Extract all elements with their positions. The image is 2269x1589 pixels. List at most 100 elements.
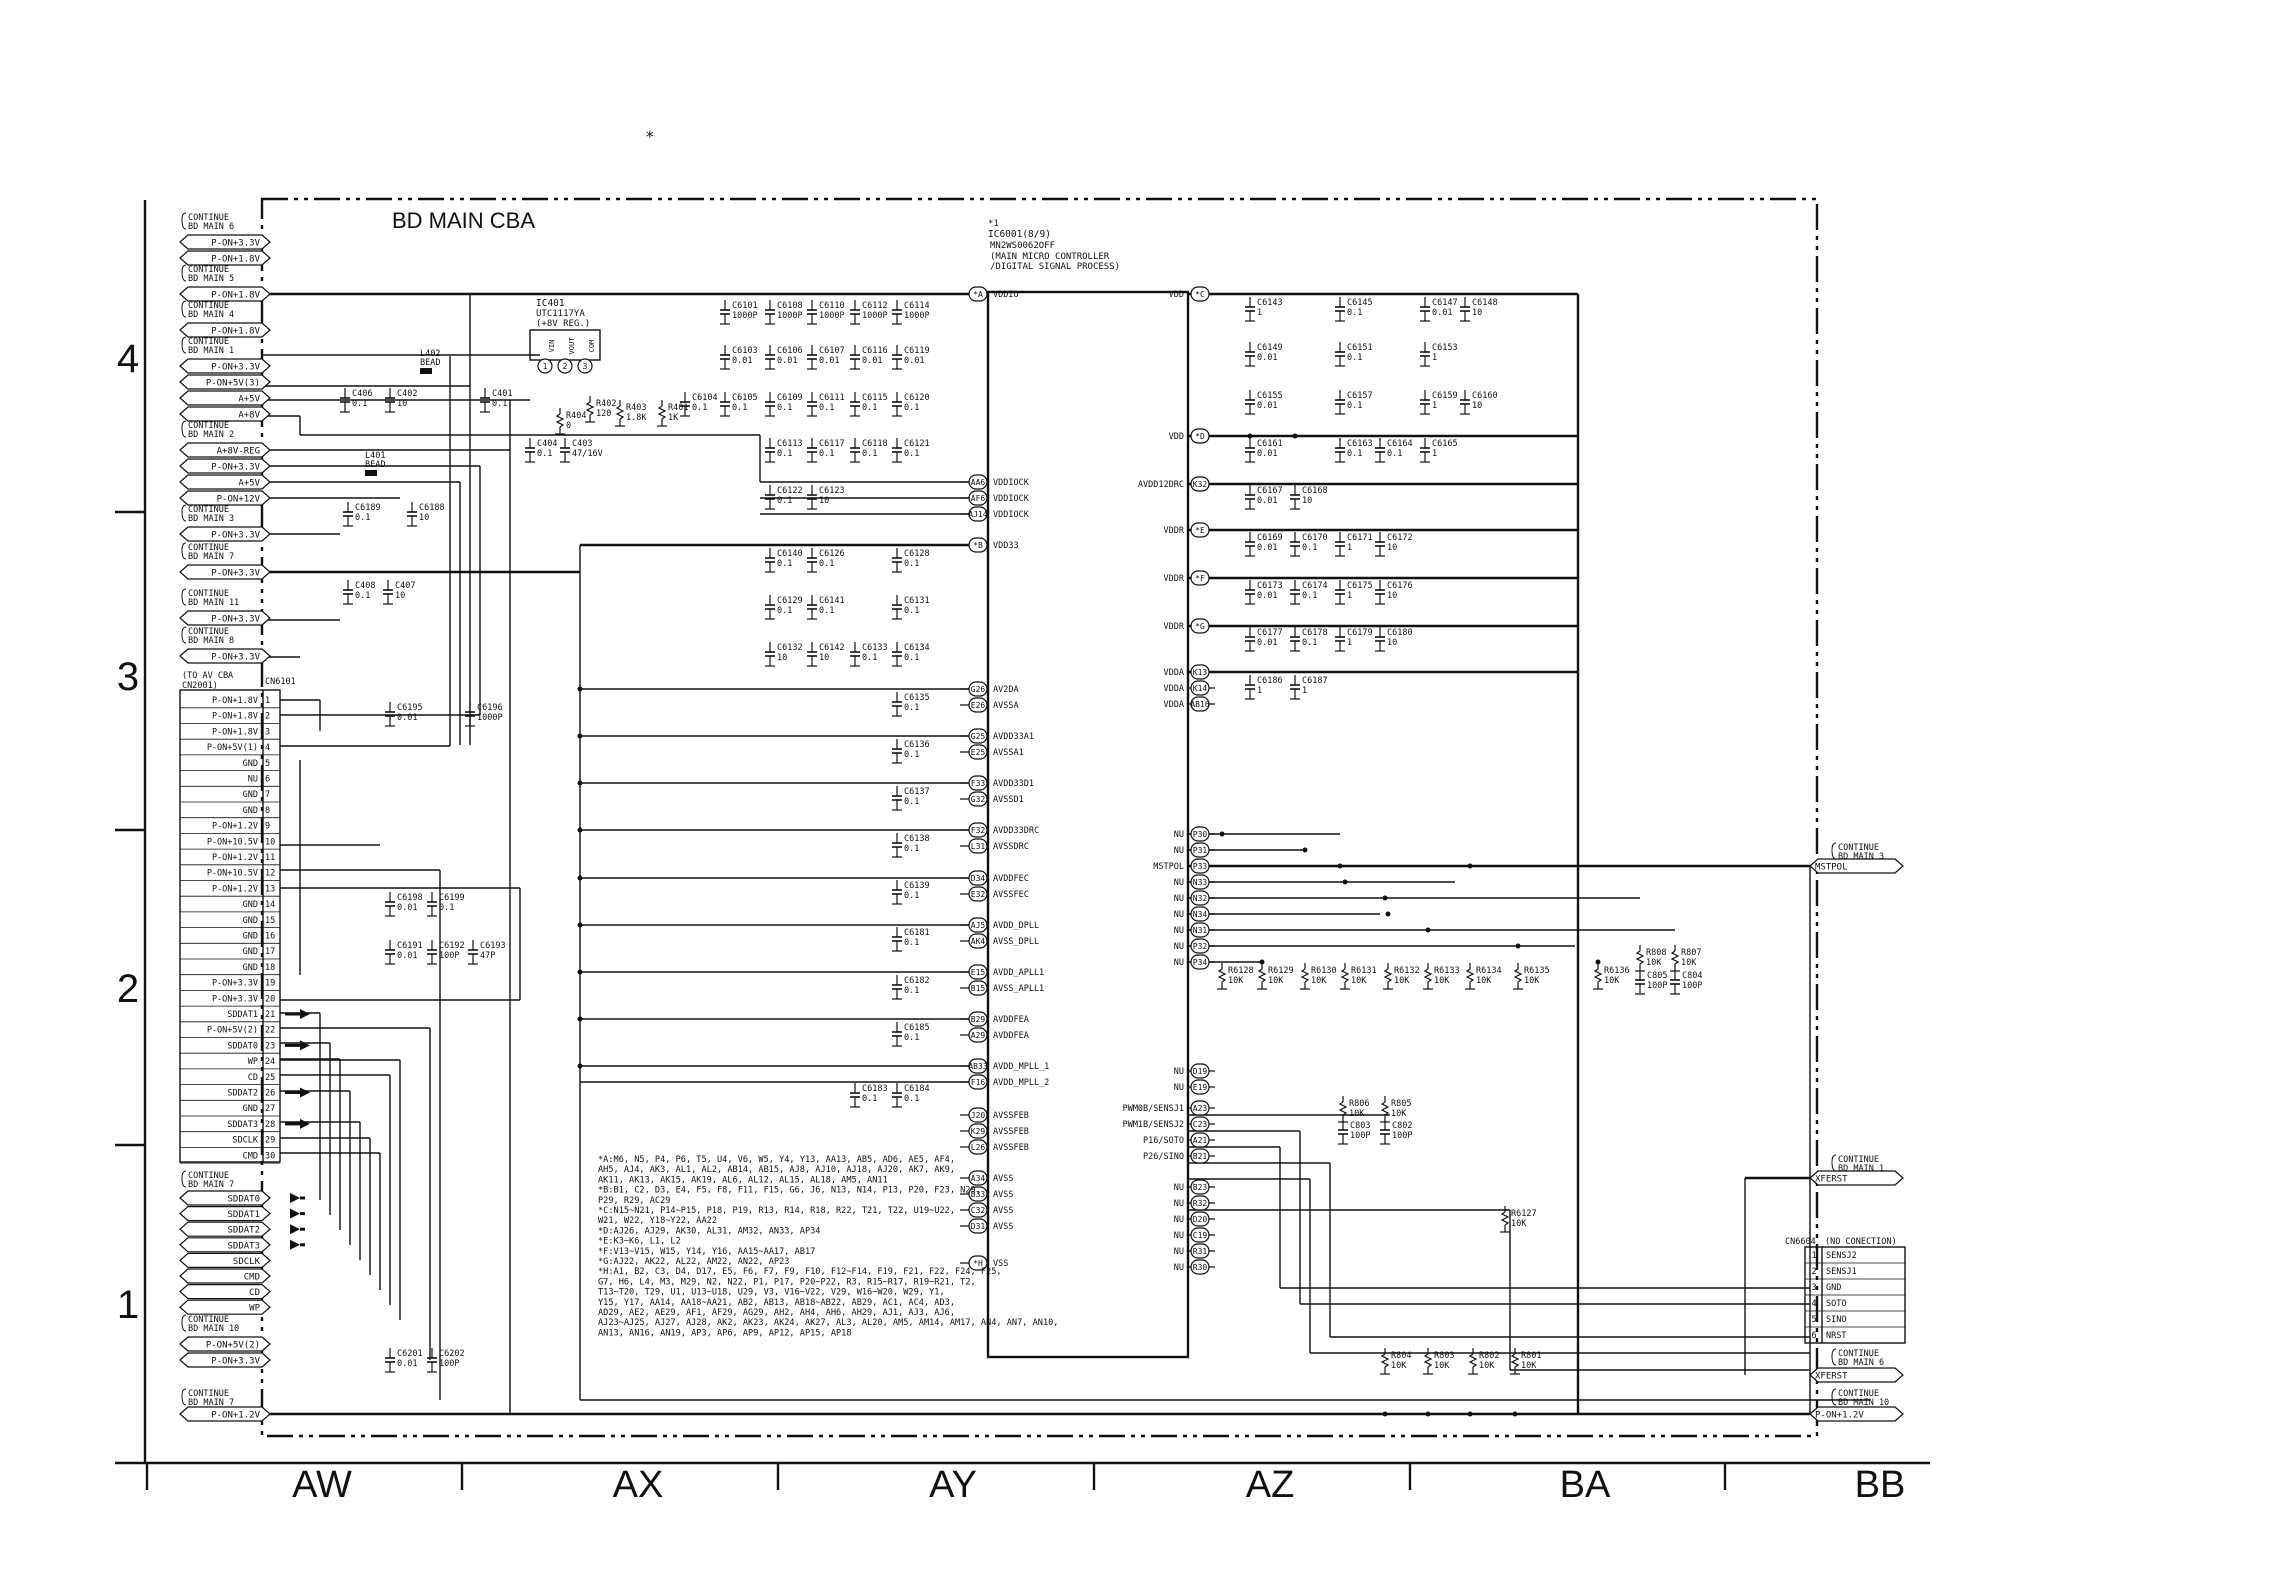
res-ref: R6131: [1351, 966, 1377, 976]
cap-ref: C6137: [904, 787, 930, 797]
cap-ref: C6119: [904, 346, 930, 356]
left-net-tag: P-ON+3.3V: [179, 610, 271, 626]
res-value: 10K: [1434, 976, 1450, 986]
res-ref: R807: [1681, 948, 1701, 958]
res-ref: R6133: [1434, 966, 1460, 976]
junction-dot: [1342, 879, 1348, 885]
cap-ref: C6133: [862, 643, 888, 653]
ground-pin-note: AN13, AN16, AN19, AP3, AP6, AP9, AP12, A…: [598, 1328, 852, 1338]
cap-ref: C6142: [819, 643, 845, 653]
pin-number: E19: [1193, 1083, 1208, 1092]
pin-number: AJ5: [971, 921, 986, 930]
cap-value: 0.01: [862, 356, 882, 366]
cap-value: 0.1: [904, 891, 919, 901]
cap-value: 0.1: [1347, 308, 1362, 318]
cn6604-pin-number: 5: [1811, 1315, 1816, 1325]
junction-dot: [1425, 1411, 1431, 1417]
ic-left-pin: AA6: [968, 474, 988, 490]
ic-right-pin: N33: [1190, 874, 1210, 890]
ic-right-pin: P31: [1190, 842, 1210, 858]
net-name: WP: [249, 1304, 260, 1314]
ic-right-pin: P32: [1190, 938, 1210, 954]
regulator-ref: IC401: [536, 298, 565, 309]
pin-number: K13: [1193, 668, 1208, 677]
cap-value: 0.01: [397, 1359, 417, 1369]
regulator-pin: [537, 358, 553, 374]
cn6101-pin-name: P-ON+1.8V: [212, 727, 258, 737]
ic-right-pin-name: AVDD12DRC: [1138, 480, 1184, 490]
cap-ref: C6165: [1432, 439, 1458, 449]
left-net-tag: P-ON+5V(3): [179, 374, 271, 390]
cn6101-pin-name: P-ON+10.5V: [207, 837, 258, 847]
ic-right-pin: *F: [1190, 570, 1210, 586]
cap-value: 0.1: [904, 986, 919, 996]
ground-pin-note: W21, W22, Y18~Y22, AA22: [598, 1216, 717, 1226]
pin-number: *B: [973, 541, 983, 550]
ic-left-pin-name: VDDIOCK: [993, 510, 1030, 520]
cn6101-harness: [280, 356, 521, 1400]
ic-left-pin: D34: [968, 870, 988, 886]
net-name: SDCLK: [233, 1257, 261, 1267]
pin-number: AJ14: [968, 510, 987, 519]
cap-value: 100P: [1350, 1131, 1370, 1141]
note-line1: CONTINUE: [1838, 1389, 1879, 1399]
cap-ref: C6186: [1257, 676, 1283, 686]
ic-right-pin-name: NU: [1174, 1183, 1184, 1193]
note-line2: BD MAIN 3: [188, 514, 234, 524]
ruler-column-ay: AY: [929, 1464, 977, 1506]
left-net-tag: P-ON+3.3V: [179, 358, 271, 374]
note-line1: CONTINUE: [188, 505, 229, 515]
ic-left-pin: F32: [968, 822, 988, 838]
note-line2: BD MAIN 3: [1838, 852, 1884, 862]
cap-ref: C6151: [1347, 343, 1373, 353]
junction-dot: [1512, 1411, 1518, 1417]
cap-ref: C6185: [904, 1023, 930, 1033]
cap-ref: C6178: [1302, 628, 1328, 638]
junction-dot: [577, 922, 583, 928]
ruler-row-3: 3: [117, 655, 139, 699]
cn6101-pin-name: GND: [243, 806, 258, 816]
cap-value: 0.1: [904, 449, 919, 459]
net-name: A+5V: [238, 395, 260, 405]
res-ref: R6136: [1604, 966, 1630, 976]
cap-value: 10: [777, 653, 787, 663]
cap-ref: C6173: [1257, 581, 1283, 591]
junction-dot: [1425, 927, 1431, 933]
pin-number: L31: [971, 842, 986, 851]
ground-pin-note: Y15, Y17, AA14, AA18~AA21, AB2, AB13, AB…: [598, 1298, 955, 1308]
ic-left-pin: G26: [968, 681, 988, 697]
ic-right-pin: B21: [1190, 1148, 1210, 1164]
cap-ref: C6122: [777, 486, 803, 496]
cap-ref: C6202: [439, 1349, 465, 1359]
res-value: 10K: [1394, 976, 1410, 986]
cap-value: 0.1: [1347, 353, 1362, 363]
cn6101-pin-number: 6: [265, 775, 270, 785]
pin-number: P34: [1193, 958, 1208, 967]
ic-right-pin: D20: [1190, 1211, 1210, 1227]
ic-left-pin-name: AVSSFEB: [993, 1127, 1029, 1137]
ic-right-pin: D19: [1190, 1063, 1210, 1079]
ic-right-pin: C23: [1190, 1116, 1210, 1132]
cap-ref: C6199: [439, 893, 465, 903]
cap-value: 10: [1387, 591, 1397, 601]
pin-number: *D: [1195, 432, 1205, 441]
